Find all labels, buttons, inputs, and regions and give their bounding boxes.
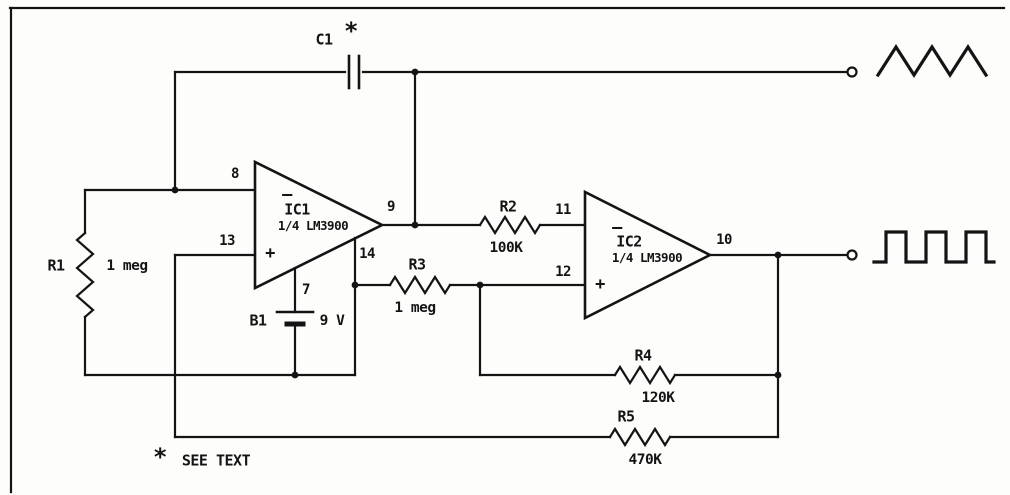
- capacitor-c1: [347, 54, 361, 90]
- ic1-pin14-label: 14: [359, 246, 375, 262]
- ic2-minus-sign: —: [612, 217, 622, 238]
- ic2-name-label: IC2: [616, 232, 642, 251]
- ic2-part-label: 1/4 LM3900: [611, 249, 683, 265]
- ic1-minus-sign: —: [282, 184, 292, 205]
- c1-asterisk: *: [344, 17, 358, 45]
- resistor-r3: [388, 274, 452, 296]
- ic2-pin11-label: 11: [555, 202, 571, 218]
- wire-top-feedback: [173, 70, 848, 227]
- resistor-r1: [75, 188, 95, 377]
- terminal-triangle-output: [846, 66, 858, 78]
- terminal-square-output: [846, 249, 858, 261]
- r5-ref-label: R5: [617, 407, 635, 426]
- ic1-pin7-label: 7: [302, 282, 310, 298]
- c1-ref-label: C1: [315, 30, 333, 49]
- triangle-wave-icon: [875, 44, 989, 78]
- ic2-pin12-label: 12: [555, 264, 571, 280]
- r3-ref-label: R3: [408, 255, 426, 274]
- r3-value-label: 1 meg: [394, 299, 436, 316]
- b1-ref-label: B1: [249, 311, 267, 330]
- wire-ic2-output: [708, 253, 848, 439]
- ic1-pin9-label: 9: [387, 199, 395, 215]
- wire-ic2-noninverting-input: [448, 283, 587, 377]
- r5-value-label: 470K: [628, 451, 662, 468]
- r1-ref-label: R1: [47, 256, 65, 275]
- ic1-pin8-label: 8: [231, 166, 239, 182]
- b1-value-label: 9 V: [319, 312, 345, 329]
- r4-value-label: 120K: [641, 389, 675, 406]
- battery-b1: [275, 310, 315, 327]
- ic1-plus-sign: +: [265, 243, 275, 264]
- ic1-pin13-label: 13: [219, 233, 235, 249]
- opamp-ic2-triangle: [583, 189, 713, 321]
- wire-ic1-noninverting-input: [173, 253, 257, 439]
- ic2-plus-sign: +: [595, 274, 605, 295]
- opamp-ic1-triangle: [253, 159, 385, 291]
- note-asterisk: *: [153, 443, 167, 471]
- resistor-r5-branch: [173, 426, 780, 448]
- resistor-r2: [478, 214, 542, 236]
- r2-ref-label: R2: [499, 197, 517, 216]
- r4-ref-label: R4: [634, 346, 652, 365]
- r1-value-label: 1 meg: [106, 257, 148, 274]
- square-wave-icon: [872, 230, 996, 264]
- resistor-r4-branch: [478, 364, 780, 386]
- output-terminals: [846, 66, 858, 261]
- note-text: SEE TEXT: [181, 451, 251, 470]
- junction-dots: [171, 68, 782, 379]
- ic2-pin10-label: 10: [716, 232, 732, 248]
- ic1-part-label: 1/4 LM3900: [277, 217, 349, 233]
- figure-frame: [8, 6, 1006, 494]
- ic1-name-label: IC1: [284, 200, 310, 219]
- r2-value-label: 100K: [489, 239, 523, 256]
